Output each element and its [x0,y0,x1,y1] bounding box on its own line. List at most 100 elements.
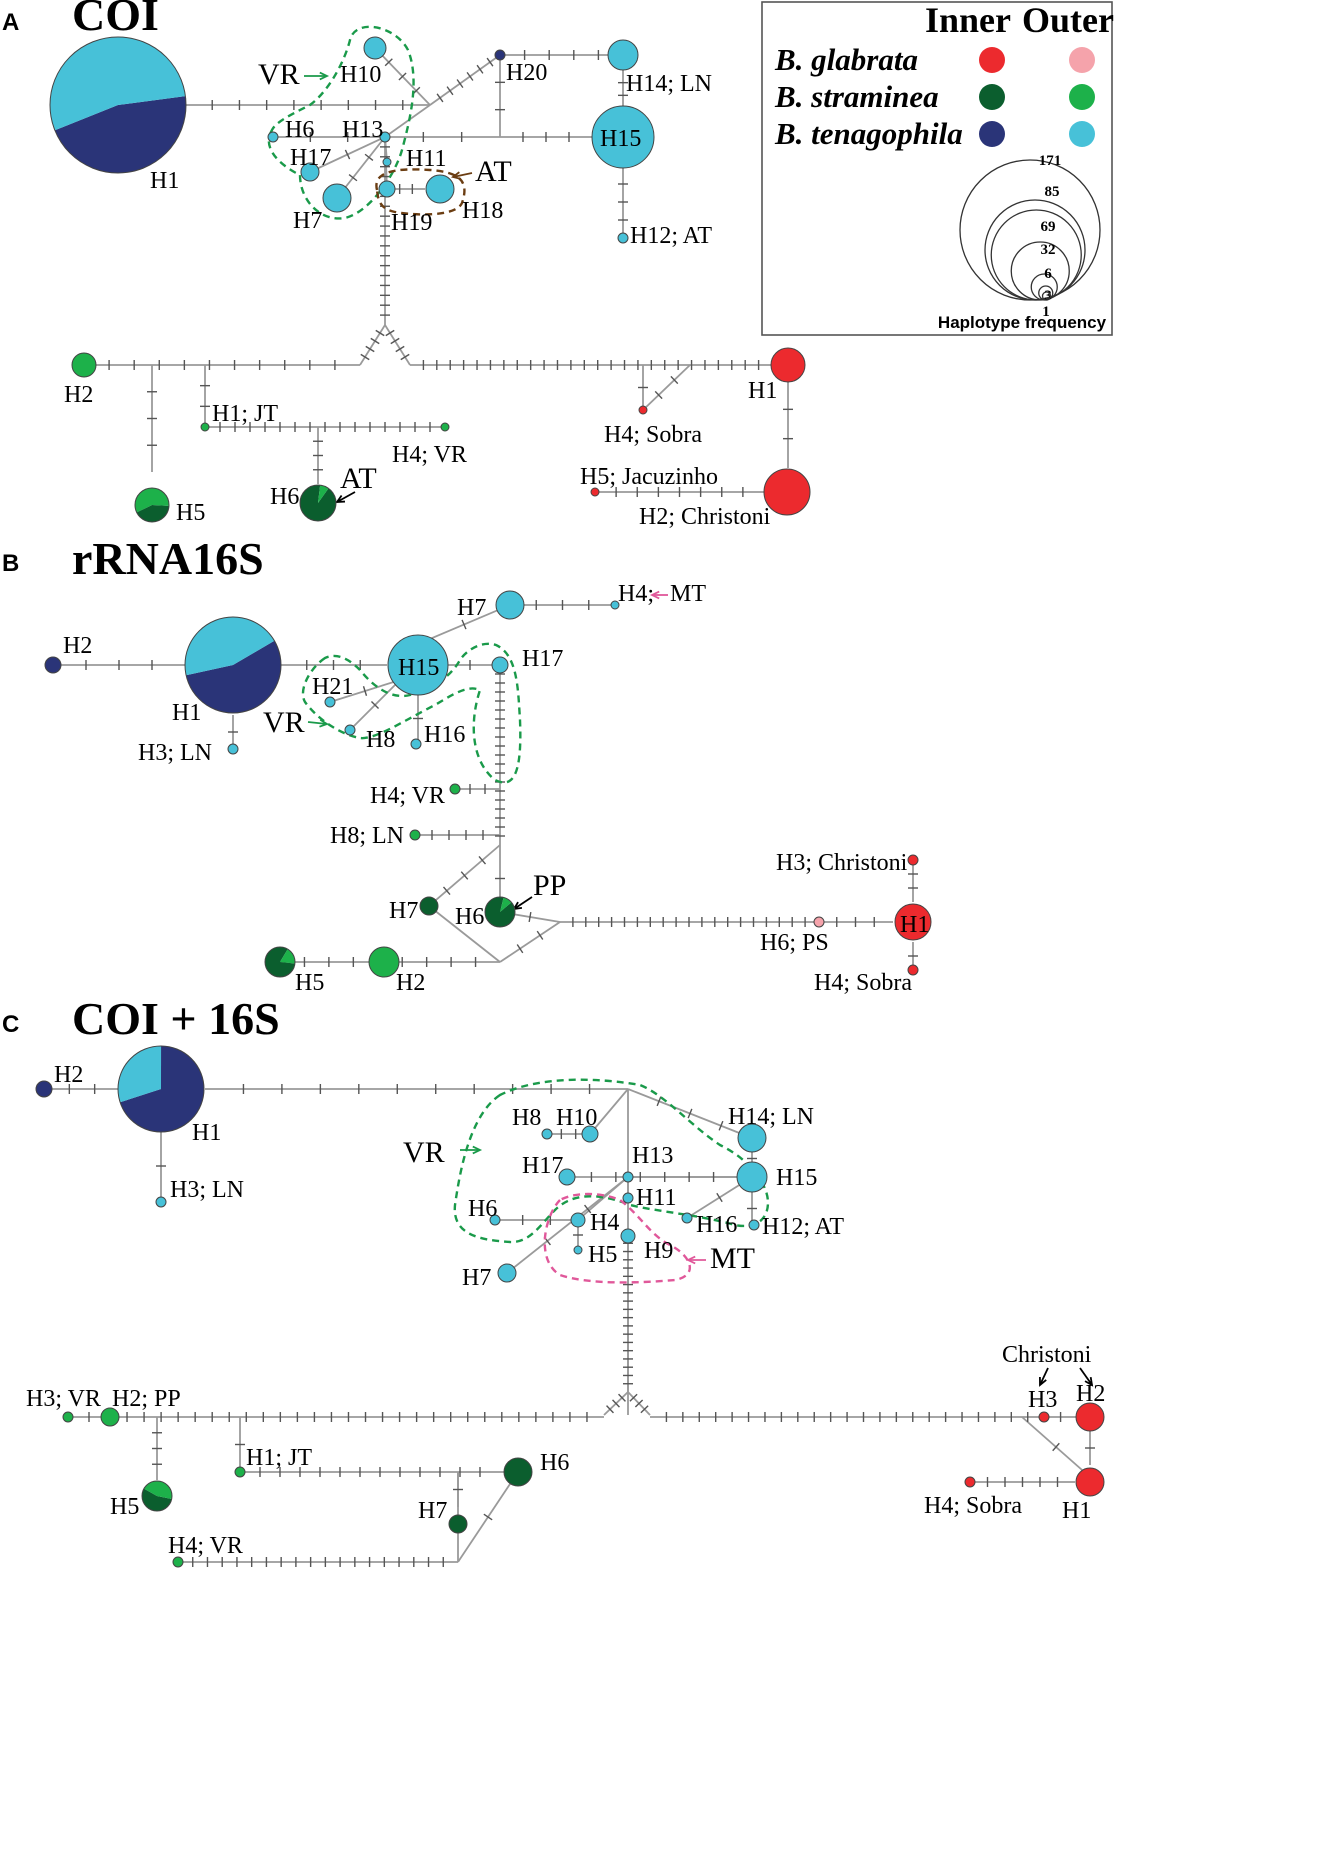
mutation-tick [606,1405,614,1414]
node-16s-h1 [184,616,282,714]
node-fill [491,656,509,674]
pie-slice [184,617,275,676]
label-text: H4; [618,581,654,607]
label-text: H2 [63,633,92,659]
arrow-head-icon [450,171,461,180]
node-comb-h4-sobra [964,1476,976,1488]
edge [589,1088,629,1135]
node-comb-h17 [558,1168,576,1186]
label-text: H5; Jacuzinho [580,464,718,490]
node-fill [234,1466,246,1478]
node-comb-h4 [570,1212,586,1228]
node-coi-h11 [382,157,392,167]
node-fill [570,1212,586,1228]
arrow-head-icon [649,590,660,600]
node-fill [410,738,422,750]
label-text: A [2,9,19,36]
pie-slice [318,485,329,503]
label-text: H3; LN [138,740,212,766]
label-text: H2; PP [112,1386,181,1412]
node-fill [322,183,352,213]
node-fill [617,232,629,244]
arrow-shaft [1039,1367,1049,1386]
edge [429,54,501,106]
legend-size-label: 1 [1042,304,1050,320]
mutation-tick [365,345,375,353]
label-text: H4; Sobra [604,422,702,448]
mutation-tick [486,57,494,67]
region-outline [375,168,466,216]
node-outline [484,896,516,928]
node-fill [622,1192,634,1204]
node-fill [449,783,461,795]
node-comb-h6 [489,1214,501,1226]
node-fill [607,39,639,71]
label-text: H19 [391,210,432,236]
node-outline [134,487,170,523]
pie-slice [500,897,512,912]
node-fill [300,162,320,182]
label-text: H4; Sobra [814,970,912,996]
legend-header-outer: Outer [1022,0,1114,40]
node-comb-h1 [117,1045,205,1133]
node-coi-h19 [378,180,396,198]
legend-swatch-inner [979,47,1005,73]
label-text: H1 [192,1120,221,1146]
label-text: VR [403,1136,445,1169]
node-16s-h17 [491,656,509,674]
mutation-ticks [68,50,1095,1567]
mutation-tick [364,153,374,161]
legend-caption: Haplotype frequency [938,313,1107,332]
edge [384,104,431,138]
node-fill [737,1123,767,1153]
node-coi-h15 [591,105,655,169]
node-coi-h10 [363,36,387,60]
node-fill [440,422,450,432]
pie-slice [117,1046,162,1103]
legend-species-name: B. tenagophila [774,116,963,151]
label-text: H9 [644,1238,673,1264]
label-text: MT [670,581,706,607]
mutation-tick [670,375,679,385]
label-text: H7 [457,595,486,621]
node-fill [324,696,336,708]
node-comb-h9 [620,1228,636,1244]
label-text: H6 [285,117,314,143]
node-16s-h16 [410,738,422,750]
node-fill [503,1457,533,1487]
label-text: H5 [176,500,205,526]
mutation-tick [395,345,405,353]
annotation-arrows [304,71,1094,1387]
node-fill [344,724,356,736]
label-text: H10 [556,1105,597,1131]
node-fill [590,487,600,497]
mutation-tick [398,72,407,81]
node-16s-h6-ps [813,916,825,928]
node-coi-h1 [49,36,187,174]
label-text: H5 [588,1242,617,1268]
node-fill [541,1128,553,1140]
mutation-tick [370,337,380,345]
label-text: C [2,1011,19,1038]
mutation-tick [629,1393,638,1402]
haplotype-nodes [35,36,1105,1568]
label-text: H8; LN [330,823,404,849]
arrow-head-icon [1039,1376,1047,1387]
label-text: H3 [1028,1387,1057,1413]
node-comb-h5 [141,1480,173,1512]
arrow-head-icon [319,71,330,81]
node-outline [117,1045,205,1133]
arrow-head-icon [335,494,346,504]
node-fill [494,49,506,61]
label-text: H7 [389,898,418,924]
mutation-tick [446,86,454,96]
label-text: H4; VR [168,1533,243,1559]
arrow-shaft [513,896,533,910]
legend-header-inner: Inner [925,0,1011,40]
edge [499,921,561,963]
mutation-tick [1052,1442,1060,1452]
legend-size-label: 171 [1039,153,1062,169]
node-comb-h3 [155,1196,167,1208]
node-coi-h4-sobra [638,405,648,415]
node-outline [299,484,337,522]
